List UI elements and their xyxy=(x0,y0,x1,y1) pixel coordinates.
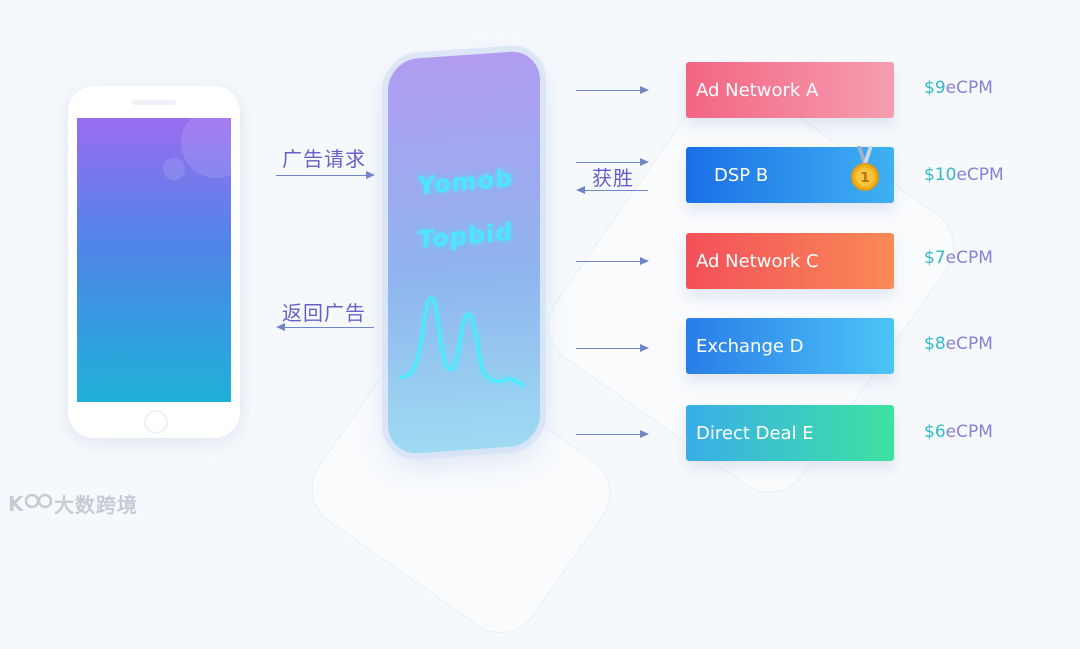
price-c: $7eCPM xyxy=(924,248,993,268)
screen-decoration xyxy=(181,118,231,178)
bid-arrow-e xyxy=(576,434,640,435)
ad-request-label: 广告请求 xyxy=(282,143,366,172)
bid-arrow-head xyxy=(640,158,649,166)
watermark: K 大数跨境 xyxy=(8,489,138,518)
price-value: $9 xyxy=(924,78,946,98)
gold-medal-icon: 1 xyxy=(848,144,882,196)
network-box-c: Ad Network C xyxy=(686,233,894,289)
bid-arrow-head xyxy=(640,86,649,94)
bid-arrow-head xyxy=(640,430,649,438)
price-unit: eCPM xyxy=(946,334,993,354)
network-name: Direct Deal E xyxy=(696,423,814,444)
price-a: $9eCPM xyxy=(924,78,993,98)
screen-decoration xyxy=(163,158,185,180)
return-ad-arrow xyxy=(284,327,374,328)
price-unit: eCPM xyxy=(946,248,993,268)
price-value: $6 xyxy=(924,422,946,442)
watermark-logo-icon: K xyxy=(8,491,54,517)
win-return-arrow xyxy=(584,190,648,191)
phone-illustration xyxy=(68,86,240,438)
network-name: DSP B xyxy=(714,165,768,186)
ad-request-arrow xyxy=(276,175,366,176)
bid-arrow-b xyxy=(576,162,640,163)
return-ad-label: 返回广告 xyxy=(282,297,366,326)
bid-arrow-a xyxy=(576,90,640,91)
phone-speaker xyxy=(132,100,176,105)
price-unit: eCPM xyxy=(956,165,1003,185)
watermark-text: 大数跨境 xyxy=(54,489,138,518)
signal-wave-graphic xyxy=(398,282,528,402)
bid-arrow-c xyxy=(576,261,640,262)
price-d: $8eCPM xyxy=(924,334,993,354)
bid-arrow-d xyxy=(576,348,640,349)
return-ad-arrow-head xyxy=(276,323,285,331)
price-unit: eCPM xyxy=(946,422,993,442)
price-value: $7 xyxy=(924,248,946,268)
win-label: 获胜 xyxy=(592,162,634,191)
ad-request-arrow-head xyxy=(366,171,375,179)
network-box-d: Exchange D xyxy=(686,318,894,374)
price-b: $10eCPM xyxy=(924,165,1004,185)
phone-home-button xyxy=(144,410,168,434)
network-name: Ad Network C xyxy=(696,251,819,272)
svg-text:K: K xyxy=(8,492,25,516)
medal-rank: 1 xyxy=(860,171,869,186)
phone-screen xyxy=(77,118,231,402)
bid-arrow-head xyxy=(640,344,649,352)
win-return-arrow-head xyxy=(576,186,585,194)
network-name: Exchange D xyxy=(696,336,804,357)
network-name: Ad Network A xyxy=(696,80,818,101)
price-unit: eCPM xyxy=(946,78,993,98)
price-value: $10 xyxy=(924,165,956,185)
network-box-a: Ad Network A xyxy=(686,62,894,118)
bid-arrow-head xyxy=(640,257,649,265)
price-e: $6eCPM xyxy=(924,422,993,442)
price-value: $8 xyxy=(924,334,946,354)
network-box-e: Direct Deal E xyxy=(686,405,894,461)
